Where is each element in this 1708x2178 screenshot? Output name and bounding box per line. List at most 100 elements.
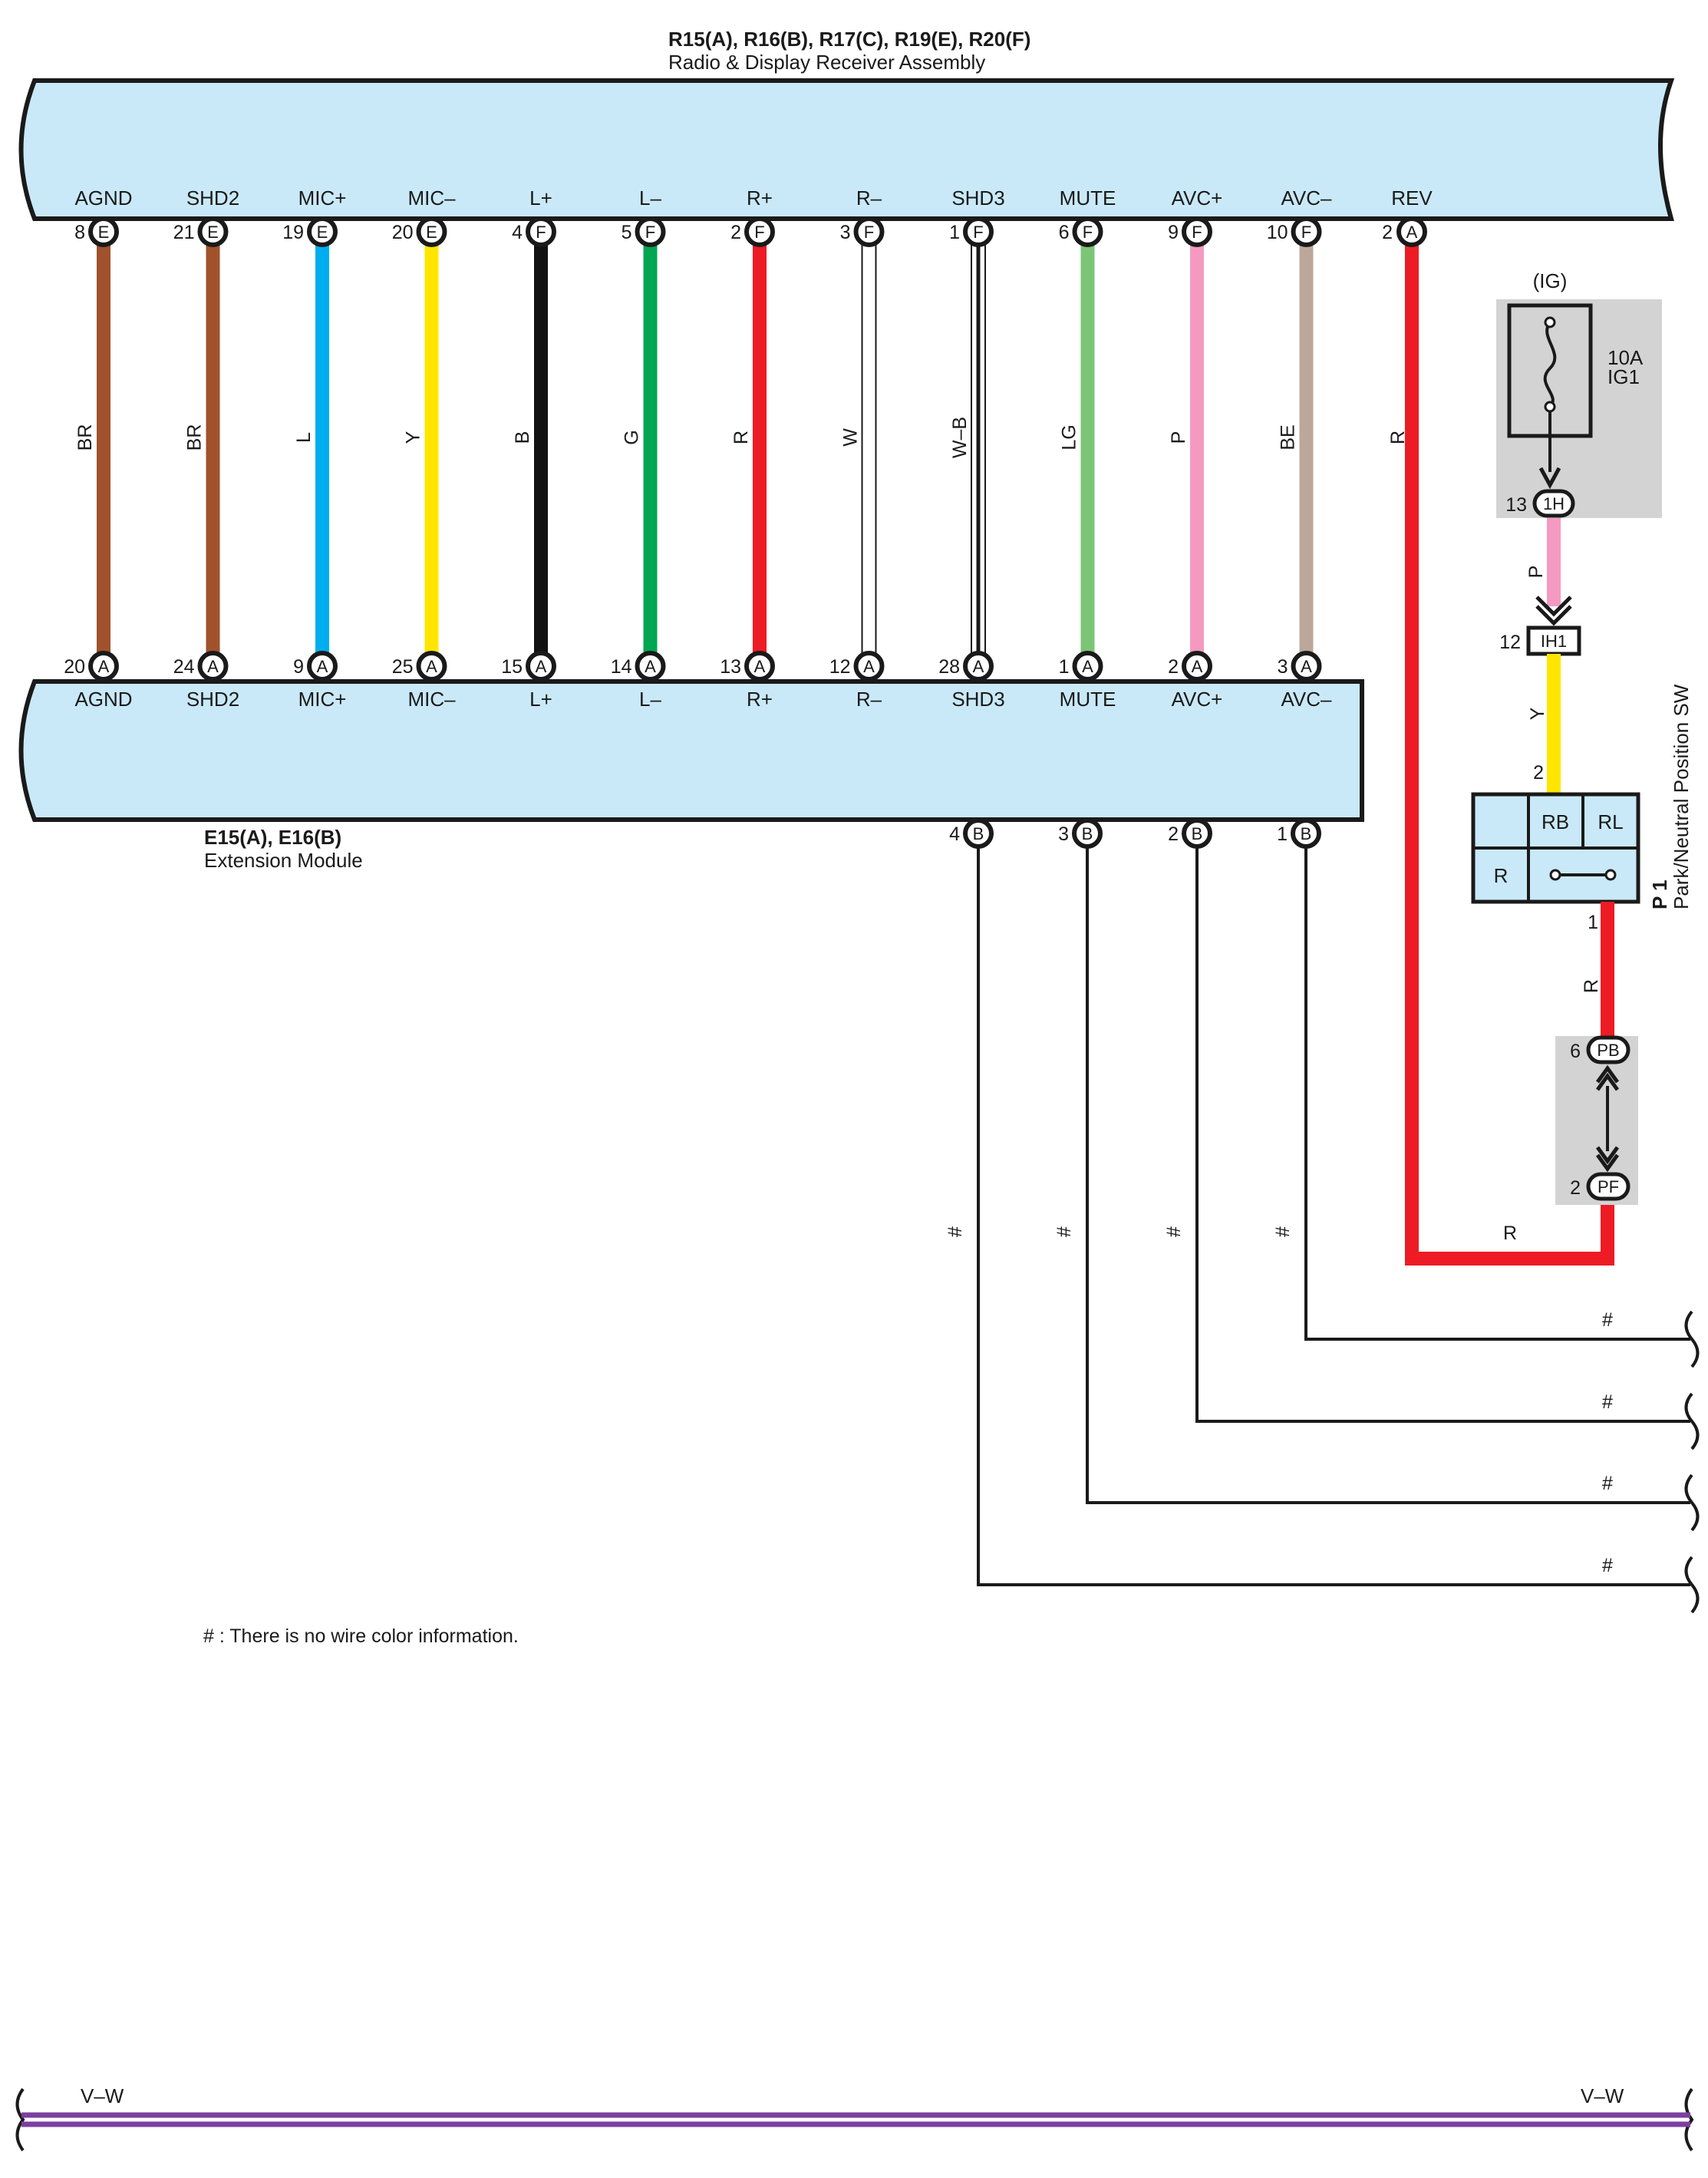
top-connector-letter: F bbox=[536, 223, 546, 242]
ext-output-wire bbox=[1195, 833, 1690, 1423]
bottom-pin-number: 15 bbox=[501, 656, 523, 678]
bottom-signal-label: MIC+ bbox=[298, 688, 347, 711]
pn-cell-rl: RL bbox=[1598, 810, 1623, 833]
bottom-connector: A bbox=[744, 651, 775, 681]
bottom-connector: A bbox=[416, 651, 447, 681]
fuse-source: (IG) bbox=[1533, 269, 1568, 292]
fuse-icon bbox=[1543, 321, 1557, 408]
top-pin-number: 3 bbox=[840, 222, 851, 243]
top-connector-letter: F bbox=[973, 223, 983, 242]
ext-output-mark-vertical: # bbox=[1272, 1226, 1294, 1237]
pn-switch-wire-code: Y bbox=[1527, 707, 1548, 720]
bottom-signal-label: SHD3 bbox=[951, 688, 1004, 711]
bottom-connector: A bbox=[307, 651, 338, 681]
bottom-pin-number: 9 bbox=[293, 656, 304, 678]
bottom-connector-letter: A bbox=[1192, 657, 1203, 676]
bottom-signal-label: SHD2 bbox=[186, 688, 239, 711]
radio-codes: R15(A), R16(B), R17(C), R19(E), R20(F) bbox=[668, 28, 1030, 51]
top-connector: F bbox=[963, 216, 994, 247]
ext-output-wire bbox=[1304, 833, 1690, 1341]
wire-color-code: G bbox=[622, 430, 643, 444]
bottom-connector: A bbox=[1182, 651, 1212, 681]
bottom-connector: A bbox=[88, 651, 119, 681]
ext-output-mark-vertical: # bbox=[1163, 1226, 1185, 1237]
pf-connector bbox=[1586, 1172, 1631, 1201]
top-connector: F bbox=[1072, 216, 1103, 247]
ext-output-pin: 2 bbox=[1168, 823, 1179, 845]
ext-output-pin: 3 bbox=[1058, 823, 1069, 845]
bottom-connector-letter: A bbox=[317, 657, 328, 676]
bottom-signal-label: R– bbox=[856, 688, 882, 711]
ground-bus-left-label: V–W bbox=[81, 2084, 124, 2107]
bottom-connector-letter: A bbox=[426, 657, 437, 676]
bottom-pin-number: 3 bbox=[1278, 656, 1288, 678]
top-signal-label: MIC+ bbox=[298, 186, 347, 210]
pn-switch-name: Park/Neutral Position SW bbox=[1670, 684, 1693, 909]
top-connector: E bbox=[416, 216, 447, 247]
wire-color-code: W bbox=[840, 428, 862, 447]
top-connector-letter: F bbox=[864, 223, 874, 242]
fuse-name: IG1 bbox=[1607, 365, 1640, 388]
bottom-connector: A bbox=[526, 651, 556, 681]
bottom-signal-label: AVC– bbox=[1281, 688, 1333, 711]
ih1-pin: 12 bbox=[1499, 632, 1521, 653]
fuse-rating: 10A bbox=[1607, 346, 1644, 369]
top-connector: F bbox=[1291, 216, 1322, 247]
ext-output-layer: B4##B3##B2##B1## bbox=[945, 818, 1700, 1614]
svg-text:PB: PB bbox=[1597, 1041, 1619, 1060]
top-connector: F bbox=[526, 216, 556, 247]
bottom-pin-number: 28 bbox=[938, 656, 960, 678]
ext-output-connector-letter: B bbox=[1301, 824, 1312, 843]
extension-codes: E15(A), E16(B) bbox=[204, 826, 341, 849]
top-pin-number: 4 bbox=[512, 222, 523, 243]
pn-switch-output-pin: 1 bbox=[1588, 912, 1598, 933]
wire-color-code: W–B bbox=[949, 417, 971, 458]
bottom-connector-letter: A bbox=[645, 657, 656, 676]
top-signal-label: AGND bbox=[74, 186, 132, 210]
radio-body bbox=[18, 78, 1675, 221]
bottom-pin-number: 20 bbox=[64, 656, 85, 678]
rev-signal-label: REV bbox=[1391, 186, 1433, 210]
wire-break-icon bbox=[1684, 1473, 1700, 1532]
rev-pin-number: 2 bbox=[1382, 222, 1393, 243]
top-signal-label: L+ bbox=[529, 186, 552, 210]
ext-output-pin: 4 bbox=[949, 823, 960, 845]
top-connector-letter: E bbox=[426, 223, 437, 242]
top-pin-number: 2 bbox=[730, 222, 741, 243]
extension-body bbox=[18, 679, 1364, 822]
ext-output-connector: B bbox=[1182, 818, 1212, 849]
wire-break-icon bbox=[1684, 1310, 1700, 1368]
bottom-connector: A bbox=[635, 651, 666, 681]
ext-output-connector-letter: B bbox=[973, 824, 984, 843]
bottom-signal-label: AVC+ bbox=[1172, 688, 1223, 711]
top-connector: E bbox=[197, 216, 229, 247]
wire-break-icon bbox=[1684, 1392, 1700, 1450]
ext-output-1: B4## bbox=[945, 818, 1700, 1614]
top-connector: E bbox=[307, 216, 338, 247]
top-signal-label: SHD2 bbox=[186, 186, 239, 210]
wire-break-icon bbox=[1684, 1556, 1700, 1614]
bottom-connector-letter: A bbox=[1301, 657, 1312, 676]
wire-layer: AGNDAGNDBRE8A20SHD2SHD2BRE21A24MIC+MIC+L… bbox=[64, 186, 1332, 711]
wire-color-code: R bbox=[730, 431, 752, 444]
bottom-signal-label: L– bbox=[639, 688, 661, 711]
ext-output-2: B3## bbox=[1053, 818, 1700, 1532]
ext-output-connector-letter: B bbox=[1082, 824, 1093, 843]
top-connector-letter: E bbox=[317, 223, 328, 242]
bottom-connector: A bbox=[963, 651, 994, 681]
top-connector-letter: F bbox=[645, 223, 655, 242]
bottom-connector-letter: A bbox=[207, 657, 219, 676]
bottom-signal-label: R+ bbox=[747, 688, 773, 711]
wire-color-code: L bbox=[293, 432, 315, 443]
top-signal-label: MIC– bbox=[407, 186, 456, 210]
top-connector-letter: F bbox=[1083, 223, 1093, 242]
pb-pf-block: R PB 6 PF 2 R bbox=[1503, 902, 1638, 1244]
pn-switch-input-pin: 2 bbox=[1533, 762, 1544, 784]
bottom-pin-number: 12 bbox=[829, 656, 851, 678]
top-connector-letter: F bbox=[1192, 223, 1202, 242]
